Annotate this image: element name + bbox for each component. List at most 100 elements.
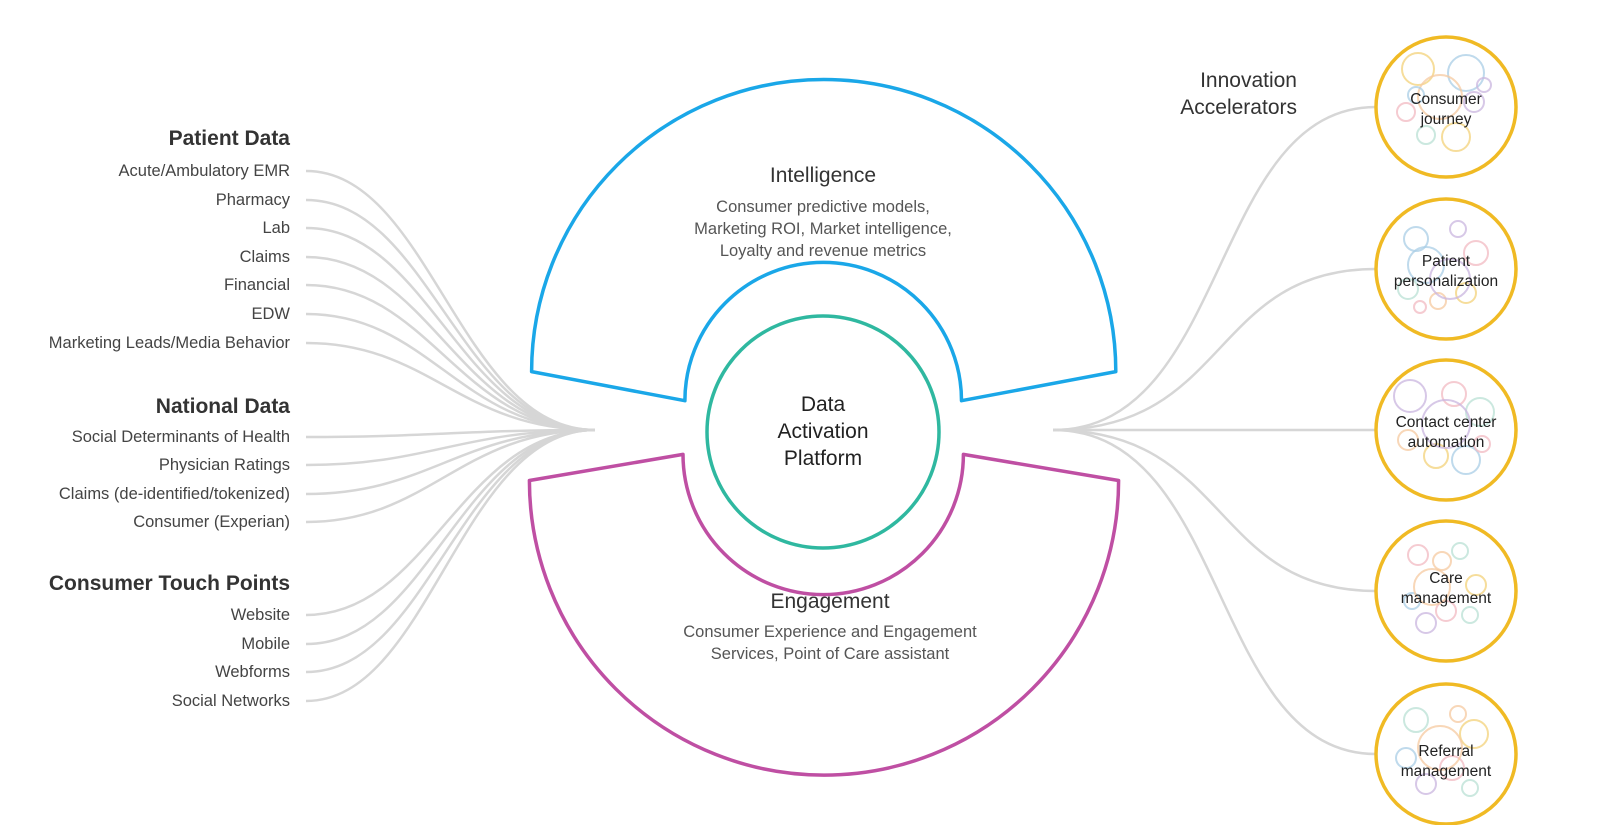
decorative-bubble bbox=[1476, 77, 1492, 93]
engagement-title: Engagement bbox=[770, 590, 889, 613]
accelerator-contact-center-automation: Contact center automation bbox=[1374, 358, 1518, 502]
right-connector-lines bbox=[1052, 105, 1377, 756]
decorative-bubble bbox=[1441, 122, 1471, 152]
accelerator-consumer-journey: Consumer journey bbox=[1374, 35, 1518, 179]
intelligence-description-line: Consumer predictive models, bbox=[716, 198, 930, 216]
accelerator-label-line: Care bbox=[1429, 570, 1463, 587]
decorative-bubbles bbox=[1393, 379, 1495, 475]
decorative-bubble bbox=[1455, 282, 1477, 304]
decorative-bubble bbox=[1451, 445, 1481, 475]
decorative-bubble bbox=[1393, 379, 1427, 413]
connector-line bbox=[1052, 105, 1377, 432]
source-item: Lab bbox=[262, 219, 290, 237]
connector-line bbox=[305, 428, 596, 674]
source-item: Webforms bbox=[215, 663, 290, 681]
decorative-bubble bbox=[1449, 705, 1467, 723]
accelerator-ring bbox=[1374, 35, 1518, 179]
decorative-bubble bbox=[1396, 102, 1416, 122]
group-heading-national-data: National Data bbox=[156, 395, 291, 418]
source-item: Claims (de-identified/tokenized) bbox=[59, 485, 290, 503]
source-item: Marketing Leads/Media Behavior bbox=[49, 334, 291, 352]
source-item: Pharmacy bbox=[216, 191, 291, 209]
intelligence-description-line: Loyalty and revenue metrics bbox=[720, 242, 926, 260]
decorative-bubble bbox=[1417, 74, 1463, 120]
decorative-bubble bbox=[1432, 551, 1452, 571]
connector-line bbox=[305, 255, 596, 432]
accelerator-ring bbox=[1374, 519, 1518, 663]
accelerators-heading-line: Accelerators bbox=[1180, 96, 1297, 119]
decorative-bubble bbox=[1439, 755, 1465, 781]
connector-line bbox=[305, 198, 596, 432]
source-item: Claims bbox=[240, 248, 290, 266]
decorative-bubble bbox=[1417, 725, 1463, 771]
decorative-bubble bbox=[1401, 52, 1435, 86]
source-item: Physician Ratings bbox=[159, 456, 290, 474]
decorative-bubble bbox=[1397, 429, 1419, 451]
source-item: EDW bbox=[252, 305, 291, 323]
accelerator-circles: Consumer journey Patient personalization… bbox=[1374, 35, 1518, 825]
connector-line bbox=[1052, 428, 1377, 756]
data-sources-panel: Patient Data Acute/Ambulatory EMR Pharma… bbox=[49, 127, 291, 710]
decorative-bubble bbox=[1441, 381, 1467, 407]
decorative-bubble bbox=[1415, 773, 1437, 795]
source-item: Acute/Ambulatory EMR bbox=[119, 162, 291, 180]
decorative-bubble bbox=[1413, 568, 1451, 606]
source-item: Financial bbox=[224, 276, 290, 294]
decorative-bubble bbox=[1403, 707, 1429, 733]
accelerator-label-line: personalization bbox=[1394, 273, 1498, 290]
accelerator-patient-personalization: Patient personalization bbox=[1374, 197, 1518, 341]
intelligence-description-line: Marketing ROI, Market intelligence, bbox=[694, 220, 952, 238]
decorative-bubble bbox=[1459, 719, 1489, 749]
decorative-bubble bbox=[1447, 54, 1485, 92]
intelligence-title: Intelligence bbox=[770, 164, 876, 187]
connector-line bbox=[305, 428, 596, 617]
decorative-bubble bbox=[1435, 600, 1457, 622]
accelerator-label-line: Consumer bbox=[1410, 91, 1482, 108]
decorative-bubble bbox=[1449, 220, 1467, 238]
connector-line bbox=[305, 169, 596, 432]
connector-line bbox=[305, 341, 596, 432]
decorative-bubble bbox=[1429, 292, 1447, 310]
decorative-bubble bbox=[1407, 246, 1445, 284]
accelerator-ring bbox=[1374, 682, 1518, 825]
accelerator-label-line: journey bbox=[1420, 111, 1472, 128]
core-label-line: Activation bbox=[777, 420, 868, 443]
source-item: Consumer (Experian) bbox=[133, 513, 290, 531]
decorative-bubble bbox=[1429, 258, 1471, 300]
accelerators-heading-line: Innovation bbox=[1200, 69, 1297, 92]
connector-line bbox=[305, 428, 596, 524]
engagement-arc bbox=[527, 452, 1121, 777]
decorative-bubble bbox=[1461, 606, 1479, 624]
decorative-bubble bbox=[1463, 91, 1485, 113]
decorative-bubbles bbox=[1403, 542, 1487, 634]
accelerator-ring bbox=[1374, 358, 1518, 502]
decorative-bubble bbox=[1407, 86, 1425, 104]
connector-line bbox=[305, 226, 596, 432]
accelerator-label-line: management bbox=[1401, 763, 1492, 780]
decorative-bubble bbox=[1451, 542, 1469, 560]
decorative-bubble bbox=[1397, 278, 1419, 300]
group-heading-patient-data: Patient Data bbox=[169, 127, 291, 150]
accelerator-label-line: Patient bbox=[1422, 253, 1471, 270]
intelligence-arc bbox=[529, 77, 1118, 403]
decorative-bubble bbox=[1461, 779, 1479, 797]
connector-line bbox=[305, 428, 596, 703]
accelerator-label-line: Referral bbox=[1418, 743, 1473, 760]
left-connector-lines bbox=[305, 169, 596, 703]
decorative-bubbles bbox=[1396, 52, 1492, 152]
connector-line bbox=[305, 312, 596, 432]
decorative-bubbles bbox=[1397, 220, 1489, 314]
decorative-bubble bbox=[1407, 544, 1429, 566]
accelerator-label-line: automation bbox=[1408, 434, 1485, 451]
decorative-bubble bbox=[1416, 125, 1436, 145]
data-activation-platform-ring bbox=[705, 314, 941, 550]
decorative-bubble bbox=[1395, 747, 1417, 769]
accelerator-referral-management: Referral management bbox=[1374, 682, 1518, 825]
source-item: Social Networks bbox=[172, 692, 290, 710]
decorative-bubble bbox=[1423, 443, 1449, 469]
decorative-bubble bbox=[1413, 300, 1427, 314]
connector-line bbox=[1052, 267, 1377, 432]
connector-line bbox=[1052, 428, 1377, 593]
engagement-description-line: Services, Point of Care assistant bbox=[711, 645, 950, 663]
decorative-bubble bbox=[1415, 612, 1437, 634]
